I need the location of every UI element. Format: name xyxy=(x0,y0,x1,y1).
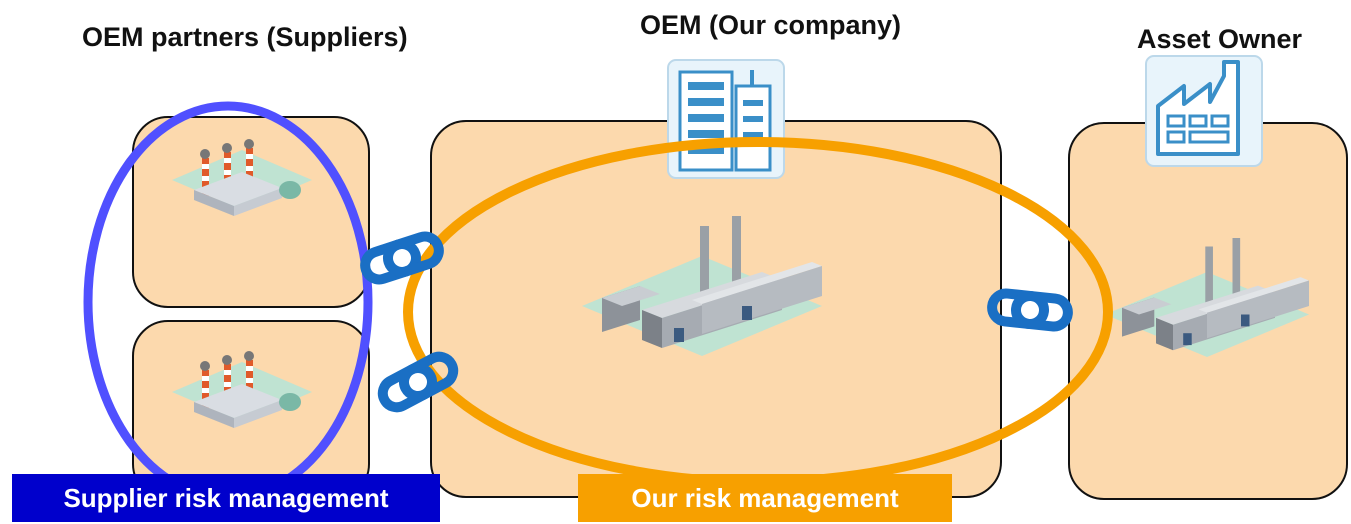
asset-owner-heading: Asset Owner xyxy=(1137,24,1303,54)
office-building-icon xyxy=(667,59,785,179)
supplier-risk-label: Supplier risk management xyxy=(12,474,440,522)
chain-link-icon xyxy=(991,292,1070,328)
supplier-factory-icon xyxy=(172,139,312,216)
asset-owner-building-icon xyxy=(1145,55,1263,167)
suppliers-heading: OEM partners (Suppliers) xyxy=(82,22,408,52)
asset-owner-factory-icon xyxy=(1105,238,1309,357)
supplier-factory-icon xyxy=(172,351,312,428)
chain-link-icon xyxy=(362,233,443,283)
oem-factory-icon xyxy=(582,216,822,356)
our-risk-label: Our risk management xyxy=(578,474,952,522)
oem-heading: OEM (Our company) xyxy=(640,10,902,40)
chain-link-icon xyxy=(378,352,458,412)
